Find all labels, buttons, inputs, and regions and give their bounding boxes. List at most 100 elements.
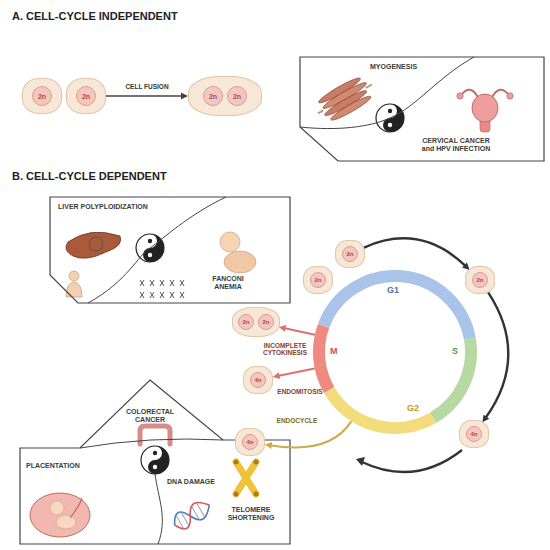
nucleus-label: 2n bbox=[258, 314, 274, 330]
edge-label: ENDOCYCLE bbox=[262, 417, 332, 424]
panel-border bbox=[50, 197, 290, 303]
nucleus-label: 2n bbox=[203, 86, 223, 106]
tetraploid-cell: 4n bbox=[235, 428, 265, 456]
uterus-illustration bbox=[457, 90, 513, 132]
arrow-head bbox=[181, 93, 188, 100]
uterus-body bbox=[472, 94, 498, 122]
panel-divider bbox=[88, 197, 226, 303]
context-panel: MYOGENESIS CERVICAL CANCER and HPV INFECT… bbox=[298, 55, 546, 163]
panel-divider bbox=[300, 57, 474, 129]
person-body bbox=[66, 282, 82, 297]
diploid-cell: 2n bbox=[22, 78, 62, 114]
phase-band bbox=[319, 326, 329, 390]
baby-head bbox=[220, 232, 240, 252]
panel-text: TELOMERE SHORTENING bbox=[218, 506, 284, 522]
tetraploid-cell: 4n bbox=[243, 366, 273, 394]
panel-text: LIVER POLYPLOIDIZATION bbox=[58, 203, 173, 211]
telomere-tip bbox=[254, 492, 259, 497]
panel-text: MYOGENESIS bbox=[370, 63, 440, 71]
diploid-cell: 2n bbox=[66, 78, 106, 114]
phase-label: G2 bbox=[407, 404, 419, 413]
phase-band bbox=[329, 390, 433, 428]
telomere-tip bbox=[254, 460, 259, 465]
dna-strand bbox=[170, 497, 214, 533]
phase-label: S bbox=[452, 347, 458, 356]
cycle-arrow bbox=[362, 450, 462, 472]
panel-text: COLORECTAL CANCER bbox=[122, 408, 178, 424]
connector bbox=[363, 238, 466, 266]
nucleus-label: 2n bbox=[310, 272, 326, 288]
dna-strand bbox=[170, 497, 214, 533]
diploid-cell: 2n bbox=[303, 266, 333, 294]
dna-helix bbox=[170, 497, 214, 533]
muscle-fiber bbox=[329, 94, 372, 123]
panel-text: DNA DAMAGE bbox=[164, 478, 218, 486]
magnifier bbox=[89, 237, 103, 251]
phase-band bbox=[324, 276, 470, 339]
colon bbox=[140, 426, 170, 444]
panel-outline bbox=[48, 195, 292, 305]
context-panel: LIVER POLYPLOIDIZATION FANCONI ANEMIA bbox=[48, 195, 292, 305]
nucleus-label: 2n bbox=[32, 86, 52, 106]
phase-label: M bbox=[330, 347, 338, 356]
panel-border bbox=[300, 57, 544, 161]
panel-text: PLACENTATION bbox=[26, 462, 96, 470]
panel-text: FANCONI ANEMIA bbox=[206, 275, 250, 291]
binucleate-cell: 2n2n bbox=[232, 307, 280, 337]
telomere-tip bbox=[234, 460, 239, 465]
connector bbox=[485, 292, 508, 418]
liver-illustration bbox=[66, 232, 121, 297]
arrow-head bbox=[356, 457, 365, 466]
tendon bbox=[318, 83, 372, 115]
telomere-illustration bbox=[234, 460, 259, 497]
nucleus-label: 4n bbox=[466, 426, 482, 442]
tetraploid-cell: 4n bbox=[459, 420, 489, 448]
nucleus-label: 2n bbox=[238, 314, 254, 330]
arrow-head bbox=[273, 372, 281, 379]
nucleus-label: 2n bbox=[342, 246, 358, 262]
connector bbox=[270, 421, 352, 447]
panel-text: CERVICAL CANCER and HPV INFECTION bbox=[418, 137, 494, 153]
phase-band bbox=[433, 339, 471, 418]
diploid-cell: 2n bbox=[465, 266, 495, 294]
connector bbox=[106, 95, 183, 97]
liver bbox=[66, 232, 121, 258]
fetus-head bbox=[50, 501, 64, 515]
cell-cycle-ring: G1S G2 M bbox=[313, 270, 477, 434]
umbilical-cord bbox=[70, 498, 82, 518]
muscle-illustration bbox=[312, 72, 379, 127]
ovary bbox=[457, 93, 463, 99]
nucleus-label: 4n bbox=[242, 434, 258, 450]
section-heading: B. CELL-CYCLE DEPENDENT bbox=[12, 170, 167, 182]
placenta bbox=[30, 493, 90, 537]
baby-body bbox=[224, 251, 256, 273]
placenta-illustration bbox=[30, 493, 90, 537]
nucleus-label: 4n bbox=[250, 372, 266, 388]
fetus-body bbox=[56, 515, 76, 529]
edge-label: CELL FUSION bbox=[112, 83, 182, 90]
nucleus-label: 2n bbox=[227, 86, 247, 106]
dna-rungs bbox=[176, 503, 205, 529]
nucleus-label: 2n bbox=[76, 86, 96, 106]
nucleus-label: 2n bbox=[472, 272, 488, 288]
connector bbox=[278, 368, 315, 376]
panel-border bbox=[20, 380, 290, 544]
phase-label: G1 bbox=[387, 286, 399, 295]
diploid-cell: 2n bbox=[335, 240, 365, 268]
baby-illustration bbox=[220, 232, 256, 273]
karyotype bbox=[140, 280, 184, 298]
arrow-head bbox=[265, 442, 272, 449]
telomere-tip bbox=[234, 492, 239, 497]
yin-yang bbox=[141, 446, 169, 474]
fused-cell: 2n2n bbox=[188, 76, 262, 116]
edge-label: INCOMPLETE CYTOKINESIS bbox=[259, 342, 311, 357]
ovary bbox=[507, 93, 513, 99]
chromosome bbox=[236, 462, 256, 494]
context-panel: COLORECTAL CANCER PLACENTATION DNA DAMAGE T… bbox=[18, 378, 292, 546]
panel-divider bbox=[80, 439, 223, 544]
edge-label: ENDOMITOSIS bbox=[265, 388, 335, 395]
person-head bbox=[69, 271, 79, 281]
section-heading: A. CELL-CYCLE INDEPENDENT bbox=[12, 10, 178, 22]
connector bbox=[284, 328, 315, 335]
